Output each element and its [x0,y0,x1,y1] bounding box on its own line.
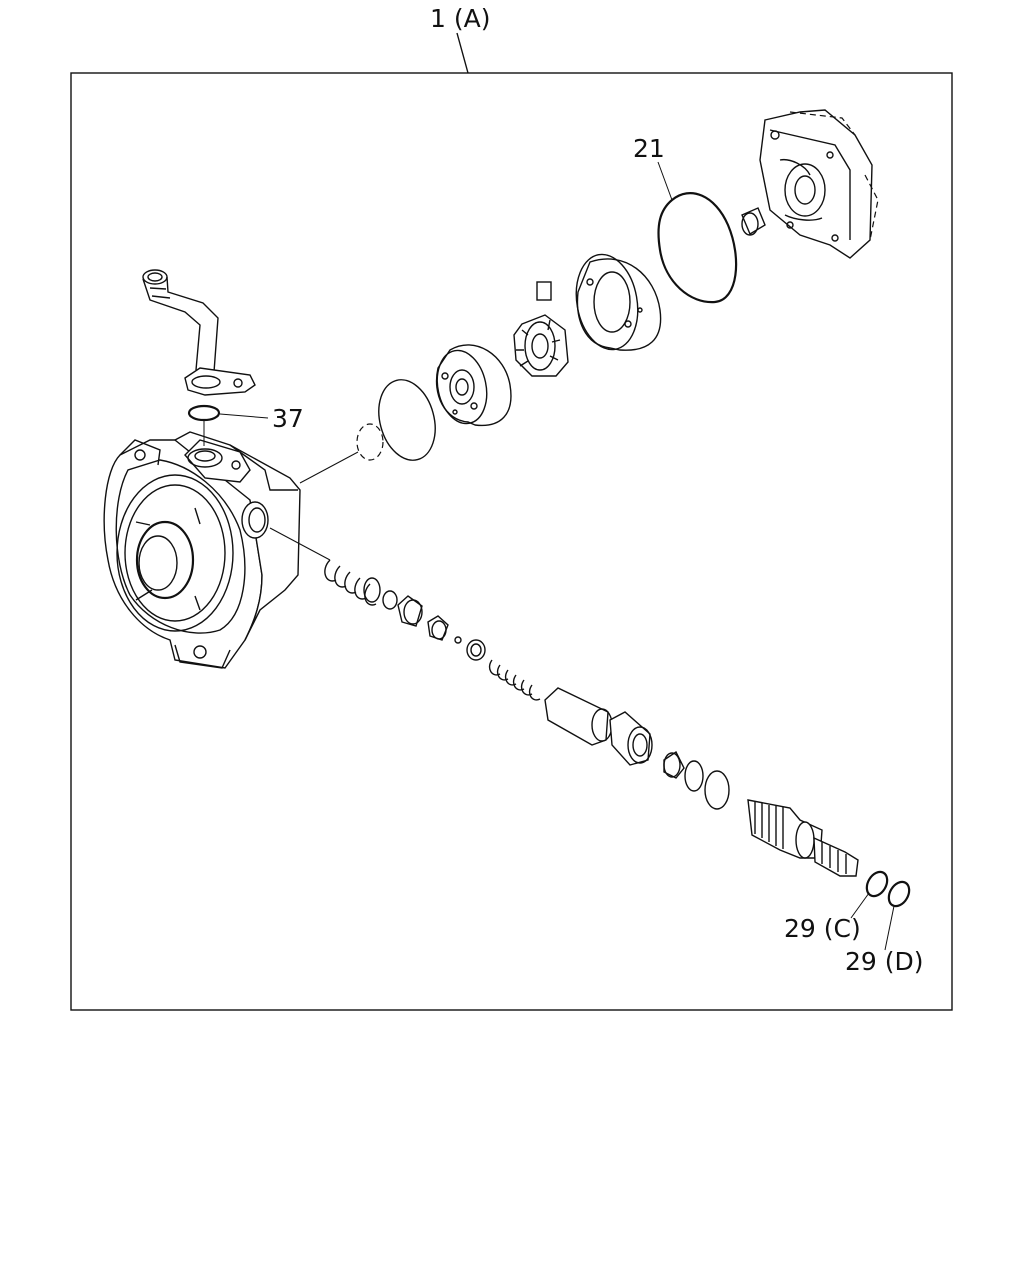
callout-37[interactable]: 37 [272,404,304,433]
valve-bushing[interactable] [663,750,685,779]
side-plate[interactable] [431,344,512,428]
o-ring-valve-1[interactable] [684,760,704,792]
cam-ring[interactable] [569,250,662,355]
callout-29d[interactable]: 29 (D) [845,947,924,976]
seal-ring-large[interactable] [370,373,443,466]
o-ring-valve-2[interactable] [704,770,730,810]
pump-housing[interactable] [103,431,301,669]
seal-29c[interactable] [863,868,892,900]
valve-washer[interactable] [382,590,398,610]
valve-seat[interactable] [466,639,486,661]
connector-bolt[interactable] [747,799,859,877]
flow-control-valve[interactable] [544,687,653,766]
valve-sleeve[interactable] [397,595,423,627]
assembly-leader [456,32,469,74]
assembly-frame [70,72,953,1011]
rear-cover[interactable] [759,109,879,259]
suction-pipe[interactable] [142,269,256,396]
flow-control-spring[interactable] [488,659,541,701]
callout-29c[interactable]: 29 (C) [784,914,861,943]
valve-plug[interactable] [427,615,449,641]
relief-spring[interactable] [324,559,381,606]
callout-assembly[interactable]: 1 (A) [430,4,490,33]
seal-ring-small[interactable] [356,423,384,461]
o-ring-37[interactable] [187,404,221,422]
callout-21[interactable]: 21 [633,134,665,163]
seal-29d[interactable] [885,878,914,910]
check-ball[interactable] [454,636,462,644]
gasket-21[interactable] [657,192,738,304]
dowel-pin[interactable] [741,207,766,236]
pump-rotor[interactable] [513,281,569,377]
